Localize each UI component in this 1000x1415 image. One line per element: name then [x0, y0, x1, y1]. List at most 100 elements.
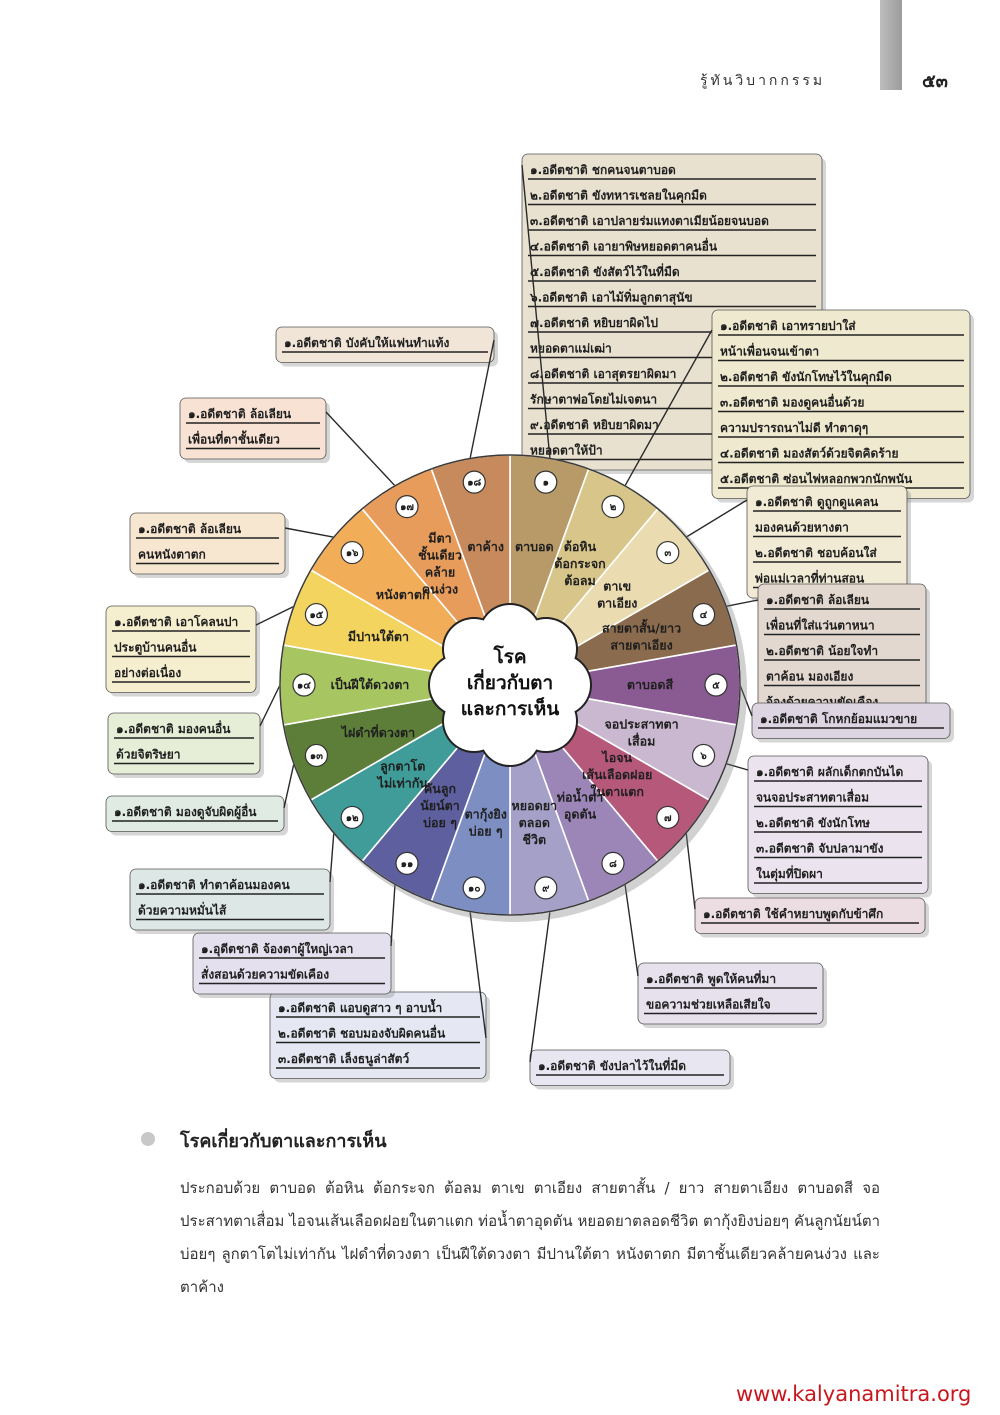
- callout-line: ในตุ่มที่ปิดผา: [756, 865, 823, 882]
- connector-line: [624, 329, 713, 487]
- segment-label: บ่อย ๆ: [423, 815, 457, 830]
- callout-line: เพื่อนที่ตาชั้นเดียว: [188, 430, 280, 447]
- callout-box: ๑.อดีตชาติ มองคนอื่นด้วยจิตริษยา: [107, 712, 264, 778]
- segment-label: ต้อกระจก: [554, 556, 606, 571]
- callout-line: รักษาตาพ่อโดยไม่เจตนา: [530, 392, 657, 407]
- callout-line: ๓.อดีตชาติ มองดูคนอื่นด้วย: [720, 394, 864, 411]
- segment-number-badge: [462, 470, 486, 494]
- segment-label: ท่อน้ำตา: [557, 788, 603, 805]
- callout-background: [275, 326, 495, 363]
- callout-line: เพื่อนที่ใส่แว่นตาหนา: [766, 617, 875, 633]
- callout-line: ๑.อดีตชาติ ล้อเลียน: [188, 407, 292, 421]
- connector-line: [325, 411, 396, 487]
- segment-label: มีปานใต้ตา: [348, 629, 409, 644]
- callout-line: ๗.อดีตชาติ หยิบยาผิดไป: [530, 315, 658, 330]
- segment-label: ตาบอด: [515, 539, 554, 554]
- connector-line: [255, 605, 295, 626]
- callout-background: [751, 702, 951, 739]
- center-title-line: โรค: [492, 645, 526, 668]
- segment-label: ต้อหิน: [564, 539, 597, 554]
- segment-label: หยอดยา: [512, 798, 558, 813]
- callout-background: [192, 932, 392, 995]
- segment-number: ๑๗: [400, 502, 414, 513]
- callout-line: ๒.อดีตชาติ ชอบมองจับผิดคนอื่น: [278, 1025, 446, 1041]
- segment-label: ไอจน: [600, 750, 632, 765]
- segment-label: ไม่เท่ากัน: [376, 775, 429, 790]
- callout-box: ๑.อดีตชาติ ขังปลาไว้ในที่มืด: [529, 1049, 734, 1090]
- callout-line: คนหนังตาตก: [138, 548, 206, 562]
- callout-box: ๑.อดีตชาติ ใช้คำหยาบพูดกับข้าศึก: [694, 897, 929, 938]
- callout-line: พ่อแม่เวลาที่ท่านสอน: [755, 570, 865, 586]
- wheel-layer: ๑ตาบอด๒ต้อหินต้อกระจกต้อลม๓ตาเขตาเอียง๔ส…: [279, 454, 747, 922]
- connector-line: [469, 339, 495, 459]
- callout-line: ๒.อดีตชาติ ขังทหารเชลยในคุกมืด: [530, 188, 707, 204]
- callout-line: ๑.อดีตชาติ ผลักเด็กตกบันได: [756, 764, 904, 779]
- callout-background: [529, 1049, 731, 1086]
- callout-background: [129, 512, 286, 575]
- segment-label: เสื่อม: [628, 732, 656, 748]
- segment-number: ๗: [664, 813, 672, 824]
- connector-line: [521, 164, 551, 459]
- callout-background: [747, 755, 929, 894]
- header-tab-marker: [880, 0, 902, 90]
- segment-number: ๖: [699, 751, 707, 762]
- callout-background: [129, 868, 331, 931]
- callout-line: ประตูบ้านคนอื่น: [114, 639, 197, 656]
- segment-number-badge: [462, 876, 486, 900]
- callout-line: ๑.อดีตชาติ เอาทรายปาใส่: [720, 318, 856, 333]
- callout-line: หน้าเพื่อนจนเข้าตา: [720, 343, 819, 359]
- callout-box: ๑.อดีตชาติ เอาทรายปาใส่หน้าเพื่อนจนเข้าต…: [711, 309, 974, 503]
- connector-line: [284, 527, 334, 538]
- callout-box: ๑.อดีตชาติ มองดูจับผิดผู้อื่น: [105, 795, 288, 836]
- segment-label: จอประสาทตา: [604, 716, 678, 731]
- connector-line: [329, 832, 335, 883]
- segment-number: ๑๑: [401, 859, 414, 870]
- callout-line: ๑.อดีตชาติ ใช้คำหยาบพูดกับข้าศึก: [703, 906, 883, 922]
- callout-box: ๑.อดีตชาติ ผลักเด็กตกบันไดจนจอประสาทตาเส…: [747, 755, 932, 898]
- callout-line: ๑.อดีตชาติ มองดูจับผิดผู้อื่น: [114, 803, 257, 820]
- callout-line: ๑.อดีตชาติ แอบดูสาว ๆ อาบน้ำ: [278, 998, 442, 1016]
- callout-line: มองคนด้วยหางตา: [755, 521, 849, 535]
- segment-number: ๙: [542, 883, 550, 894]
- segment-label: ตาบอดสี: [627, 677, 674, 692]
- segment-label: ลูกตาโต: [380, 758, 425, 774]
- callout-background: [694, 897, 926, 934]
- callout-box: ๑.อดีตชาติ แอบดูสาว ๆ อาบน้ำ๒.อดีตชาติ ช…: [269, 991, 490, 1083]
- callout-box: ๑.อดีตชาติ บังคับให้แฟนทำแท้ง: [275, 326, 498, 367]
- segment-number-badge: [656, 540, 680, 565]
- segment-number: ๔: [700, 610, 708, 621]
- callout-line: ๒.อดีตชาติ ขังนักโทษไว้ในคุกมืด: [720, 369, 892, 385]
- segment-label: คล้าย: [425, 564, 455, 579]
- segment-number-badge: [304, 602, 329, 627]
- center-title-line: และการเห็น: [461, 696, 559, 720]
- segment-label: ตลอด: [519, 815, 550, 830]
- callout-line: ๑.อดีตชาติ ขังปลาไว้ในที่มืด: [538, 1057, 686, 1073]
- segment-label: ในตาแตก: [590, 784, 644, 799]
- segment-number: ๘: [609, 859, 617, 870]
- segment-label: คนง่วง: [422, 581, 458, 596]
- connector-line: [259, 684, 281, 727]
- callout-line: จนจอประสาทตาเสื่อม: [756, 789, 869, 805]
- segment-label: สายตาสั้น/ยาว: [602, 619, 681, 636]
- segment-number: ๑๖: [346, 548, 359, 559]
- callout-line: อย่างต่อเนื่อง: [114, 664, 181, 680]
- segment-number: ๑๔: [297, 681, 311, 692]
- callout-line: สั่งสอนด้วยความขัดเคือง: [201, 966, 329, 982]
- segment-label: นัยน์ตา: [420, 798, 460, 813]
- callout-line: ๓.อดีตชาติ เอาปลายร่มแทงตาเมียน้อยจนบอด: [530, 214, 769, 228]
- segment-number-badge: [395, 851, 419, 876]
- callout-line: ๑.อดีตชาติ โกหกย้อมแมวขาย: [760, 711, 917, 726]
- segment-number-badge: [340, 805, 364, 830]
- segment-label: อุดตัน: [564, 807, 597, 823]
- footer-website[interactable]: www.kalyanamitra.org: [736, 1382, 972, 1406]
- segment-number: ๓: [664, 548, 671, 559]
- segment-label: เป็นฝีใต้ดวงตา: [331, 677, 410, 692]
- callout-line: ๑.อดีตชาติ ชกคนจนตาบอด: [530, 163, 676, 177]
- page-number: ๕๓: [922, 71, 948, 92]
- callout-line: ๒.อดีตชาติ ชอบค้อนใส่: [755, 545, 877, 560]
- callout-line: ๕.อดีตชาติ ซ่อนไพ่หลอกพวกนักพนัน: [720, 471, 913, 486]
- segment-number: ๑๐: [468, 883, 480, 894]
